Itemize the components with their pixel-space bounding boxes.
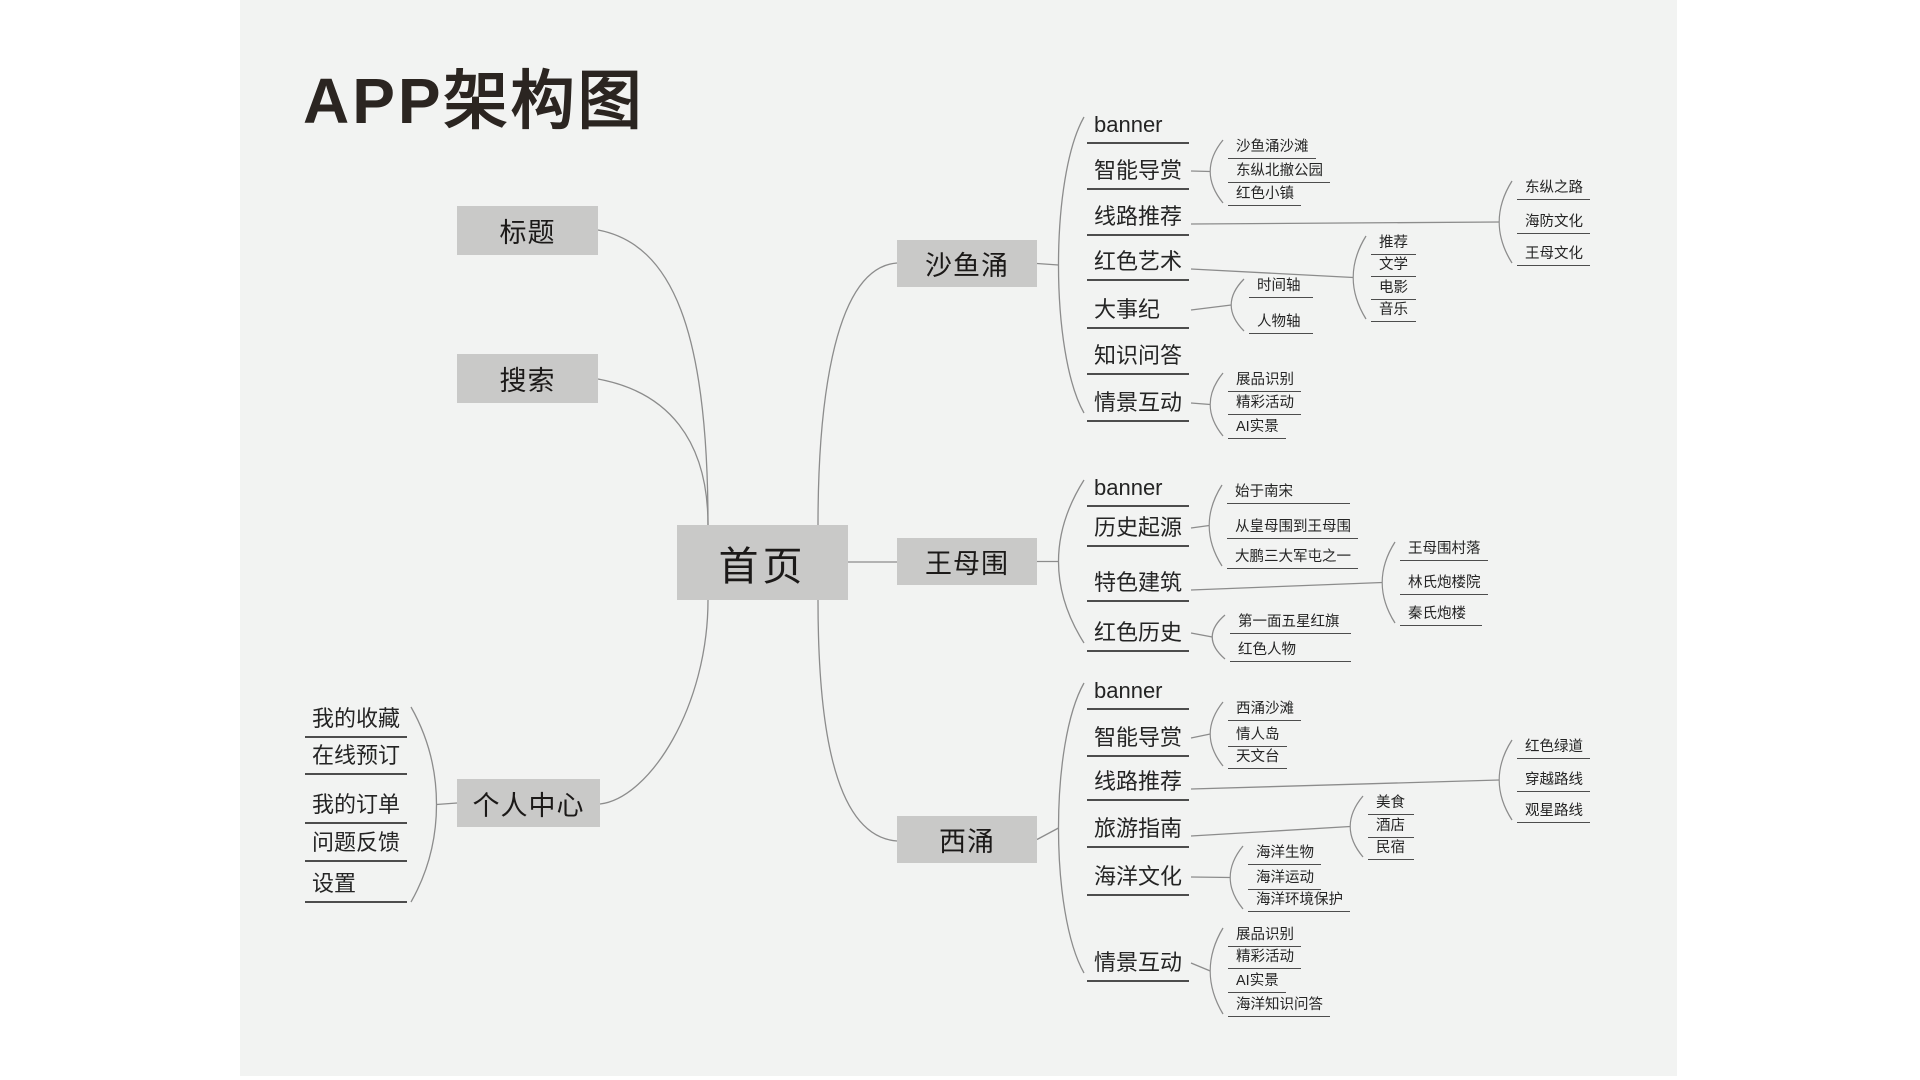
mindmap-subitem[interactable]: 海洋环境保护 bbox=[1248, 892, 1350, 912]
node-wangmuwei[interactable]: 王母围 bbox=[897, 538, 1037, 585]
mindmap-subitem[interactable]: 精彩活动 bbox=[1228, 395, 1301, 415]
mindmap-subitem[interactable]: 海洋知识问答 bbox=[1228, 997, 1330, 1017]
node-search-node[interactable]: 搜索 bbox=[457, 354, 598, 403]
node-title-node[interactable]: 标题 bbox=[457, 206, 598, 255]
mindmap-item[interactable]: 历史起源 bbox=[1087, 516, 1189, 547]
mindmap-item[interactable]: 线路推荐 bbox=[1087, 205, 1189, 236]
mindmap-subitem[interactable]: 秦氏炮楼 bbox=[1400, 606, 1482, 626]
mindmap-item[interactable]: 问题反馈 bbox=[305, 831, 407, 862]
mindmap-item[interactable]: 线路推荐 bbox=[1087, 770, 1189, 801]
mindmap-subitem[interactable]: 精彩活动 bbox=[1228, 949, 1301, 969]
mindmap-subitem[interactable]: 王母文化 bbox=[1517, 246, 1590, 266]
mindmap-item[interactable]: 知识问答 bbox=[1087, 344, 1189, 375]
mindmap-subitem[interactable]: 海洋生物 bbox=[1248, 845, 1321, 865]
mindmap-subitem[interactable]: 文学 bbox=[1371, 257, 1416, 277]
mindmap-item[interactable]: banner bbox=[1087, 476, 1189, 507]
mindmap-subitem[interactable]: 王母围村落 bbox=[1400, 541, 1488, 561]
mindmap-subitem[interactable]: 红色绿道 bbox=[1517, 739, 1590, 759]
mindmap-subitem[interactable]: 第一面五星红旗 bbox=[1230, 614, 1351, 634]
node-profile-center[interactable]: 个人中心 bbox=[457, 779, 600, 827]
mindmap-subitem[interactable]: 酒店 bbox=[1368, 818, 1414, 838]
mindmap-subitem[interactable]: 美食 bbox=[1368, 795, 1414, 815]
mindmap-item[interactable]: 海洋文化 bbox=[1087, 865, 1189, 896]
mindmap-subitem[interactable]: 电影 bbox=[1371, 280, 1416, 300]
mindmap-subitem[interactable]: 海防文化 bbox=[1517, 214, 1590, 234]
mindmap-item[interactable]: 智能导赏 bbox=[1087, 726, 1189, 757]
mindmap-subitem[interactable]: 推荐 bbox=[1371, 235, 1416, 255]
mindmap-subitem[interactable]: 林氏炮楼院 bbox=[1400, 575, 1488, 595]
mindmap-subitem[interactable]: 海洋运动 bbox=[1248, 870, 1321, 890]
mindmap-subitem[interactable]: 西涌沙滩 bbox=[1228, 701, 1301, 721]
mindmap-subitem[interactable]: 始于南宋 bbox=[1227, 484, 1350, 504]
mindmap-subitem[interactable]: AI实景 bbox=[1228, 419, 1286, 439]
mindmap-subitem[interactable]: 红色小镇 bbox=[1228, 186, 1301, 206]
mindmap-item[interactable]: 设置 bbox=[305, 872, 407, 903]
mindmap-subitem[interactable]: 东纵北撤公园 bbox=[1228, 163, 1330, 183]
mindmap-subitem[interactable]: 音乐 bbox=[1371, 302, 1416, 322]
mindmap-item[interactable]: 情景互动 bbox=[1087, 391, 1189, 422]
mindmap-item[interactable]: banner bbox=[1087, 113, 1189, 144]
mindmap-item[interactable]: 特色建筑 bbox=[1087, 571, 1189, 602]
mindmap-subitem[interactable]: 东纵之路 bbox=[1517, 180, 1590, 200]
mindmap-subitem[interactable]: 时间轴 bbox=[1249, 278, 1313, 298]
mindmap-subitem[interactable]: 穿越路线 bbox=[1517, 772, 1590, 792]
mindmap-item[interactable]: 旅游指南 bbox=[1087, 817, 1189, 848]
mindmap-item[interactable]: 我的收藏 bbox=[305, 707, 407, 738]
mindmap-subitem[interactable]: 展品识别 bbox=[1228, 927, 1301, 947]
page-title: APP架构图 bbox=[303, 65, 645, 137]
mindmap-subitem[interactable]: 大鹏三大军屯之一 bbox=[1227, 549, 1358, 569]
mindmap-item[interactable]: 红色艺术 bbox=[1087, 250, 1189, 281]
mindmap-subitem[interactable]: 沙鱼涌沙滩 bbox=[1228, 139, 1316, 159]
mindmap-subitem[interactable]: 情人岛 bbox=[1228, 727, 1287, 747]
node-home[interactable]: 首页 bbox=[677, 525, 848, 600]
mindmap-subitem[interactable]: 人物轴 bbox=[1249, 314, 1313, 334]
mindmap-item[interactable]: 大事纪 bbox=[1087, 298, 1189, 329]
node-xichong[interactable]: 西涌 bbox=[897, 816, 1037, 863]
mindmap-item[interactable]: 智能导赏 bbox=[1087, 159, 1189, 190]
mindmap-item[interactable]: 在线预订 bbox=[305, 744, 407, 775]
mindmap-item[interactable]: 情景互动 bbox=[1087, 951, 1189, 982]
mindmap-item[interactable]: 我的订单 bbox=[305, 793, 407, 824]
mindmap-subitem[interactable]: AI实景 bbox=[1228, 973, 1286, 993]
node-shayuchong[interactable]: 沙鱼涌 bbox=[897, 240, 1037, 287]
mindmap-subitem[interactable]: 从皇母围到王母围 bbox=[1227, 519, 1358, 539]
mindmap-item[interactable]: banner bbox=[1087, 679, 1189, 710]
mindmap-subitem[interactable]: 民宿 bbox=[1368, 840, 1414, 860]
mindmap-subitem[interactable]: 观星路线 bbox=[1517, 803, 1590, 823]
mindmap-item[interactable]: 红色历史 bbox=[1087, 621, 1189, 652]
mindmap-subitem[interactable]: 天文台 bbox=[1228, 749, 1287, 769]
mindmap-subitem[interactable]: 红色人物 bbox=[1230, 642, 1351, 662]
mindmap-subitem[interactable]: 展品识别 bbox=[1228, 372, 1301, 392]
